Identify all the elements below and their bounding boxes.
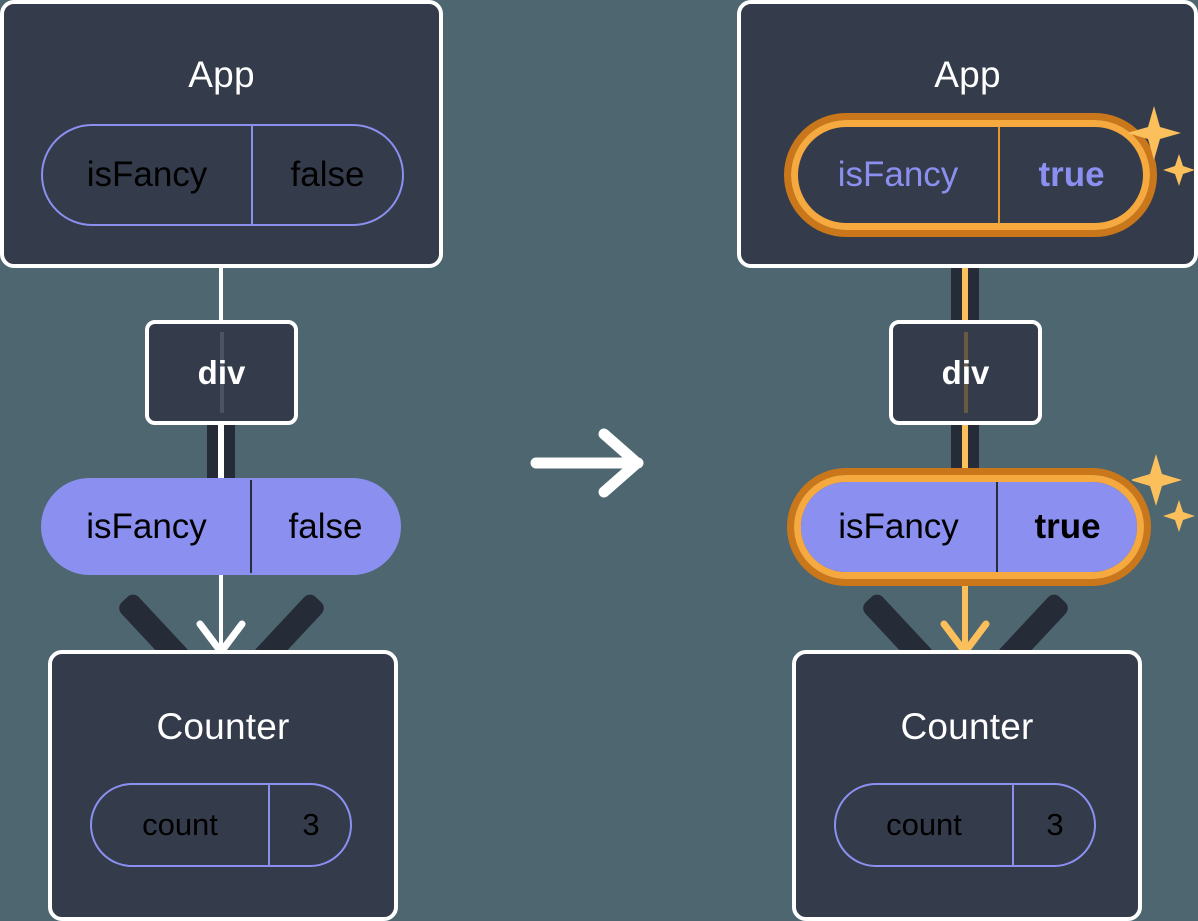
prop-pill-before: isFancy false: [41, 478, 401, 575]
app-state-pill-after: isFancy true: [798, 127, 1143, 223]
wire-stripe-app-after: [962, 222, 968, 324]
arrow-right-icon: [530, 428, 644, 498]
highlight-ring-outer-app-after: [784, 113, 1157, 237]
app-title-after: App: [934, 54, 1001, 95]
app-title-before: App: [188, 54, 255, 95]
app-state-key-after: isFancy: [837, 155, 959, 194]
div-box-after: div: [889, 320, 1042, 425]
sparkle-large-app-after: [1128, 106, 1195, 186]
counter-box-before: Counter: [48, 650, 398, 921]
prop-key-after: isFancy: [838, 507, 959, 546]
counter-title-after: Counter: [900, 706, 1034, 747]
div-label-after: div: [941, 353, 990, 391]
highlight-ring-inner-prop-after: [794, 475, 1144, 579]
wire-behind-div-after: [963, 332, 968, 413]
app-state-pill-before: isFancy false: [41, 124, 404, 226]
counter-state-value-before: 3: [268, 785, 352, 865]
sparkle-large-prop-after: [1132, 454, 1195, 532]
wire-div-to-prop-before: [207, 423, 235, 485]
wire-stripe-before: [218, 423, 224, 485]
app-state-key-before: isFancy: [86, 155, 208, 194]
prop-pill-after: isFancy true: [801, 482, 1137, 572]
counter-state-key-before: count: [142, 807, 218, 842]
prop-value-before: false: [250, 480, 399, 573]
wire-app-to-div-before: [219, 266, 223, 324]
div-label-before: div: [197, 353, 246, 391]
prop-value-after: true: [996, 482, 1137, 572]
counter-state-value-after: 3: [1012, 785, 1096, 865]
counter-title-before: Counter: [156, 706, 290, 747]
app-state-value-before: false: [251, 126, 402, 224]
counter-state-key-after: count: [886, 807, 962, 842]
counter-state-pill-before: count 3: [90, 783, 352, 867]
wire-stripe-prop-after: [962, 423, 968, 485]
highlight-ring-outer-prop-after: [787, 468, 1151, 586]
div-box-before: div: [145, 320, 298, 425]
wire-prop-to-counter-before: [219, 570, 223, 656]
counter-state-pill-after: count 3: [834, 783, 1096, 867]
app-state-value-after: true: [998, 127, 1143, 223]
wire-behind-div-before: [219, 332, 224, 413]
wire-prop-to-counter-after: [962, 570, 968, 656]
prop-key-before: isFancy: [86, 506, 207, 546]
highlight-ring-inner-app-after: [791, 120, 1150, 230]
